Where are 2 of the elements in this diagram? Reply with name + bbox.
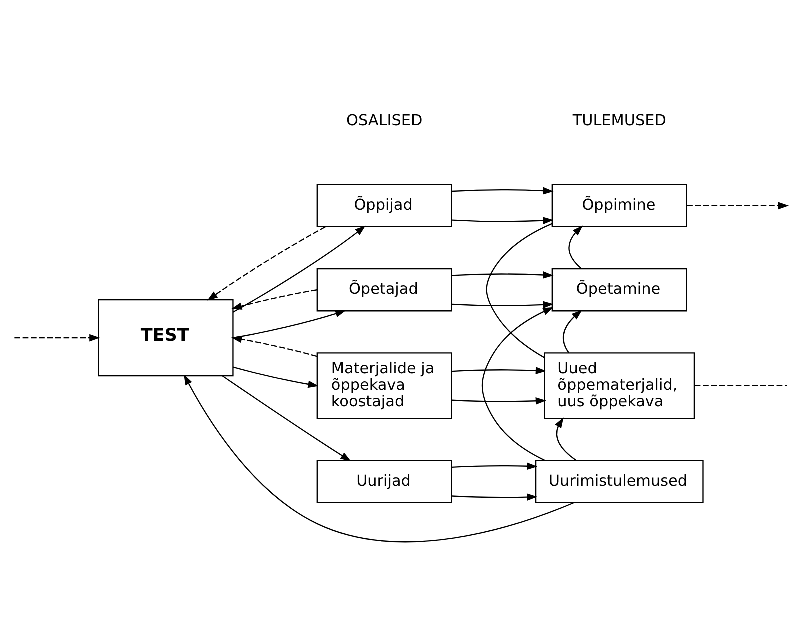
label: TULEMUSED	[572, 111, 666, 130]
label: OSALISED	[346, 111, 423, 130]
